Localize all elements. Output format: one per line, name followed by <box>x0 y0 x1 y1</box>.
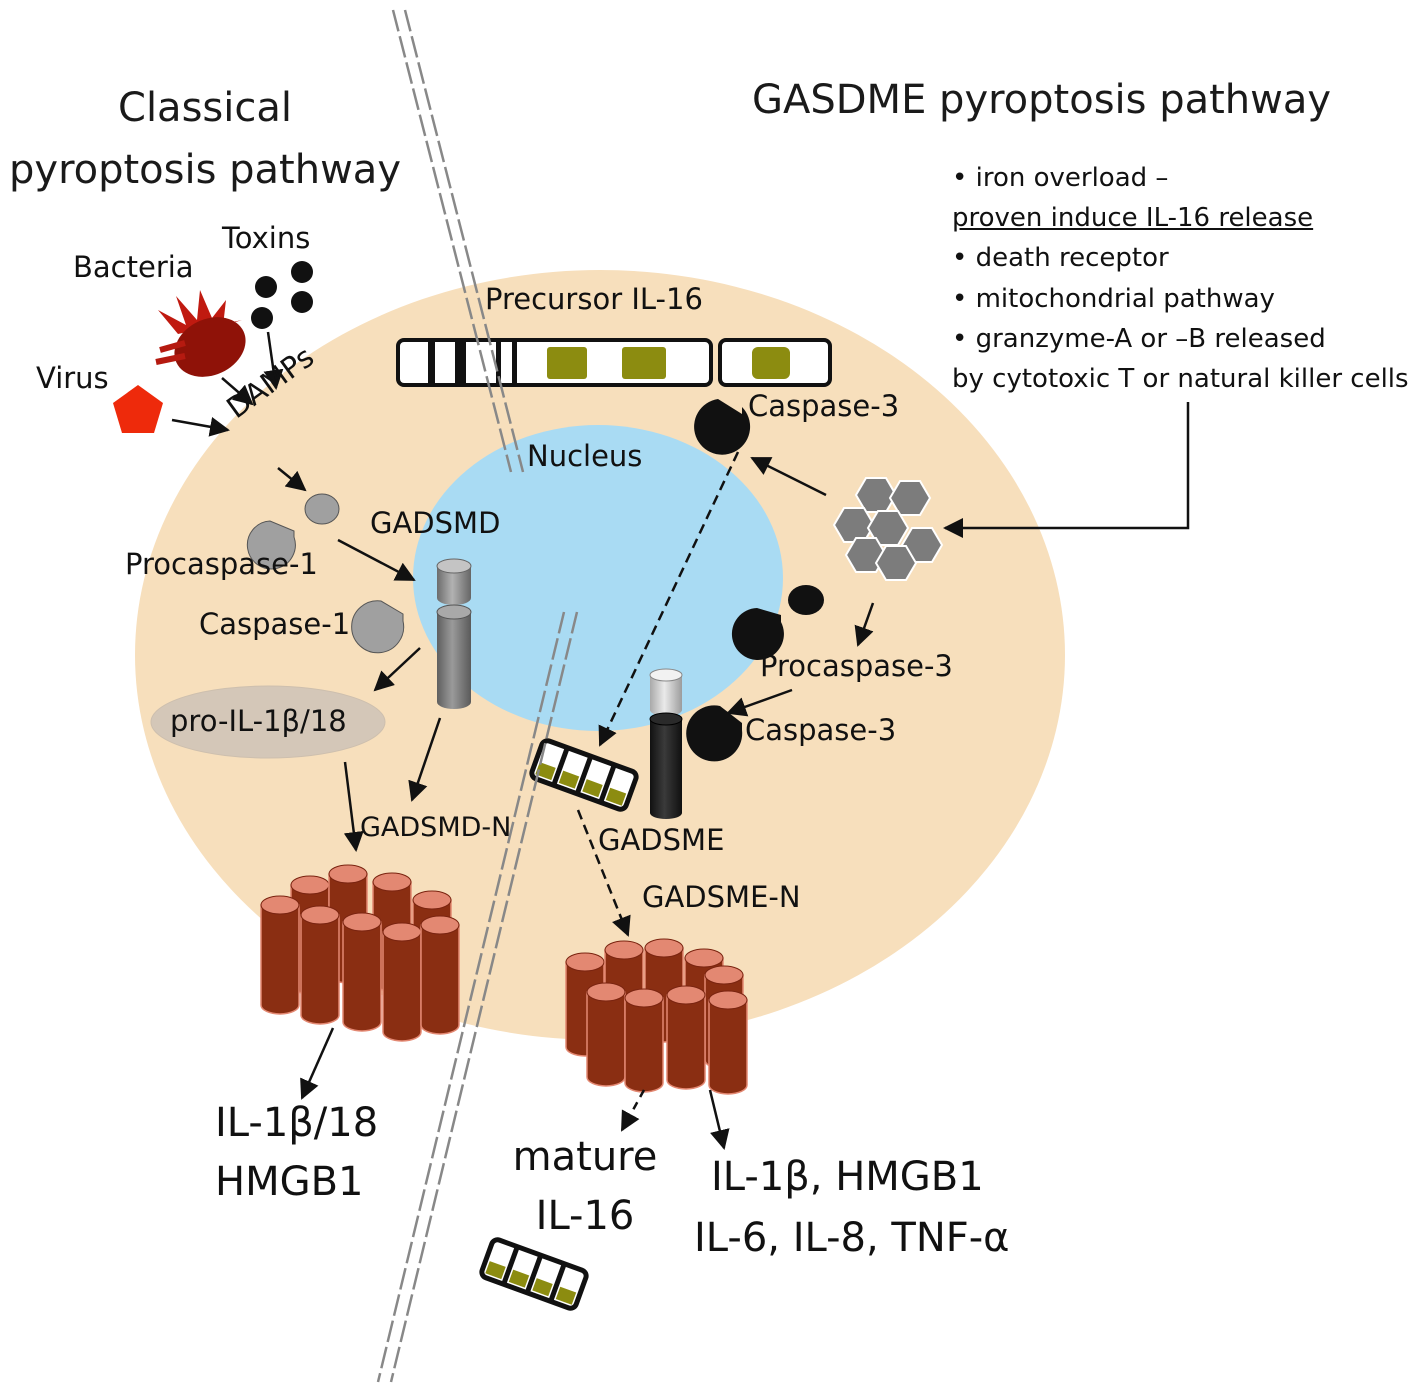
pore-cylinder-top <box>328 864 368 884</box>
pore-cylinder-top <box>604 940 644 960</box>
pore-cylinder-top <box>624 988 664 1008</box>
pore-cylinder-top <box>260 895 300 915</box>
pore-cylinder-top <box>382 922 422 942</box>
output-mature: mature <box>512 1134 658 1180</box>
pore-cylinder-top <box>586 982 626 1002</box>
label-procaspase1: Procaspase-1 <box>125 547 318 581</box>
arrow-toxins-damps <box>263 331 284 390</box>
label-gadsme: GADSME <box>598 823 725 857</box>
gadsme-pore <box>565 938 748 1095</box>
cause-item: • death receptor <box>952 243 1169 273</box>
caspase1-shape <box>351 600 405 654</box>
toxins-dots <box>251 261 313 329</box>
cause-item: • mitochondrial pathway <box>952 284 1275 314</box>
title-gasdme: GASDME pyroptosis pathway <box>752 77 1332 123</box>
pore-cylinder-top <box>666 985 706 1005</box>
il16-tetramer-inner <box>529 738 639 812</box>
procaspase3-shape <box>731 585 824 660</box>
arrow-pore-il1b <box>300 1027 335 1100</box>
pore-cylinder-top <box>290 875 330 895</box>
cause-item: • granzyme-A or –B released <box>952 324 1326 354</box>
arrow-caspase3-tetramer <box>598 451 740 747</box>
label-caspase1: Caspase-1 <box>199 607 351 641</box>
virus-shape <box>113 385 163 433</box>
label-nucleus: Nucleus <box>527 439 643 473</box>
pore-cylinder-body <box>708 999 748 1095</box>
hexagon-cluster <box>832 477 944 581</box>
label-pro-il: pro-IL-1β/18 <box>170 704 347 738</box>
arrow-caspase1-proil <box>373 647 421 692</box>
membrane-dashed-line <box>376 9 579 1383</box>
nucleus <box>413 425 783 731</box>
pore-cylinder-top <box>708 990 748 1010</box>
pore-cylinder-top <box>644 938 684 958</box>
arrow-gadsmd-gadsmdn <box>408 717 442 802</box>
label-caspase3-bottom: Caspase-3 <box>745 713 897 747</box>
pore-cylinder-top <box>372 872 412 892</box>
pore-cylinder-body <box>586 991 626 1087</box>
arrow-procaspase1-gadsmd <box>337 538 416 582</box>
arrow-hex-procaspase3 <box>854 602 875 647</box>
label-caspase3-top: Caspase-3 <box>748 389 900 423</box>
arrow-causes-hex <box>943 402 1190 538</box>
pore-cylinder-body <box>342 921 382 1032</box>
pore-cylinder-body <box>300 914 340 1025</box>
pore-cylinder-body <box>260 904 300 1015</box>
label-precursor-il16: Precursor IL-16 <box>485 282 703 316</box>
arrow-proil-pore <box>343 761 364 852</box>
arrow-tetramer-pore <box>576 809 631 937</box>
pore-cylinder-top <box>300 905 340 925</box>
cause-item: • iron overload – <box>952 163 1169 193</box>
label-gadsme-n: GADSME-N <box>642 880 801 914</box>
pro-il-oval <box>150 685 386 759</box>
label-bacteria: Bacteria <box>73 250 194 284</box>
output-il16: IL-16 <box>535 1193 635 1239</box>
label-toxins: Toxins <box>222 221 311 255</box>
pore-cylinder-body <box>420 924 460 1035</box>
output-il1b18: IL-1β/18 <box>215 1100 379 1146</box>
pore-cylinder-body <box>624 997 664 1093</box>
pore-cylinder-top <box>342 912 382 932</box>
pore-cylinder-top <box>565 952 605 972</box>
arrow-procaspase3-caspase3 <box>726 688 793 717</box>
arrow-pore-mature-il16 <box>620 1089 646 1132</box>
pore-cylinder-top <box>420 915 460 935</box>
arrow-virus-damps <box>171 416 230 437</box>
output-il6-il8-tnfa: IL-6, IL-8, TNF-α <box>694 1215 1010 1261</box>
title-classical-line1: Classical <box>118 85 292 131</box>
pore-cylinder-body <box>666 994 706 1090</box>
il16-tetramer-outer <box>479 1237 589 1311</box>
arrow-damps-procaspase1 <box>277 467 307 492</box>
arrow-bacteria-damps <box>221 377 254 406</box>
cause-item: proven induce IL-16 release <box>952 203 1314 233</box>
arrows <box>171 331 1190 1150</box>
pore-cylinder-top <box>412 890 452 910</box>
arrow-hex-caspase3 <box>750 456 827 497</box>
caspase3-bottom-shape <box>686 705 743 762</box>
precursor-il16-bar <box>396 338 832 387</box>
pore-cylinder-top <box>704 965 744 985</box>
label-gadsmd: GADSMD <box>370 506 501 540</box>
output-hmgb1-left: HMGB1 <box>215 1159 364 1205</box>
title-classical-line2: pyroptosis pathway <box>9 147 401 193</box>
caspase3-top-shape <box>694 399 751 455</box>
arrow-pore-cytokines <box>708 1089 730 1150</box>
procaspase1-shape <box>246 493 340 570</box>
gadsmd-pore <box>260 864 460 1042</box>
pore-cylinder-body <box>382 931 422 1042</box>
label-gadsmd-n: GADSMD-N <box>360 812 512 843</box>
gadsmd-cylinder <box>436 558 472 709</box>
pore-cylinder-top <box>684 948 724 968</box>
bacteria-shape <box>155 290 246 377</box>
gadsme-cylinder <box>649 668 683 819</box>
label-virus: Virus <box>36 361 109 395</box>
label-procaspase3: Procaspase-3 <box>760 649 953 683</box>
output-il1b-hmgb1: IL-1β, HMGB1 <box>711 1154 984 1200</box>
cause-item: by cytotoxic T or natural killer cells <box>952 364 1409 394</box>
